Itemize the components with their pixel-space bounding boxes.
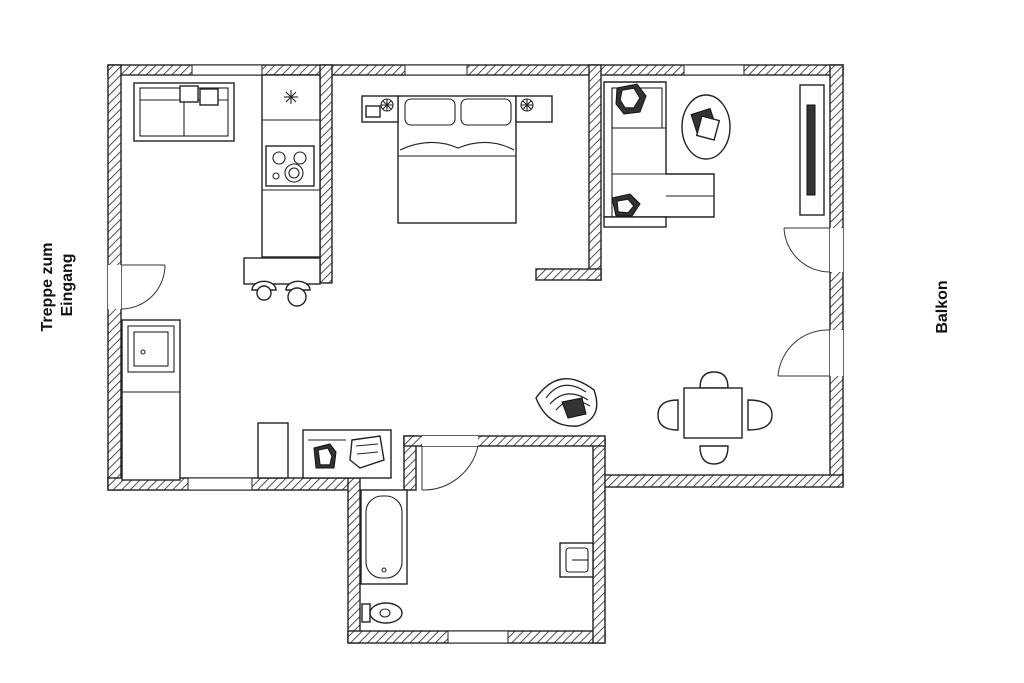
- wardrobe-icon: [302, 429, 392, 479]
- sofa-icon: [133, 82, 235, 142]
- cabinet-icon: [257, 422, 289, 479]
- stove-icon: [265, 145, 315, 187]
- entrance-label-line2: Eingang: [59, 253, 76, 316]
- corner-sofa-icon: [603, 81, 715, 228]
- sink-cabinet-icon: [121, 319, 181, 481]
- washbasin-icon: [559, 542, 594, 578]
- balcony-door-2: [777, 329, 843, 377]
- tv-unit-icon: [799, 84, 825, 216]
- nightstand-left: [361, 95, 399, 123]
- dining-table-icon: [657, 371, 773, 465]
- toilet-icon: [361, 602, 403, 624]
- balcony-door-1: [783, 227, 843, 273]
- entrance-door: [108, 264, 166, 310]
- entrance-label-line1: Treppe zum: [39, 243, 56, 332]
- bathtub-icon: [360, 489, 408, 585]
- bar-counter: [243, 257, 321, 285]
- nightstand-right: [515, 95, 553, 123]
- balcony-label: Balkon: [934, 280, 951, 333]
- bathroom-door: [421, 436, 479, 491]
- bar-stool-icon: [251, 280, 311, 307]
- exterior-walls: [107, 64, 844, 644]
- extractor-fan-icon: [284, 90, 298, 104]
- armchair-icon: [535, 378, 598, 427]
- windows: [187, 64, 745, 644]
- double-bed-icon: [397, 95, 517, 224]
- coffee-table-icon: [681, 94, 731, 160]
